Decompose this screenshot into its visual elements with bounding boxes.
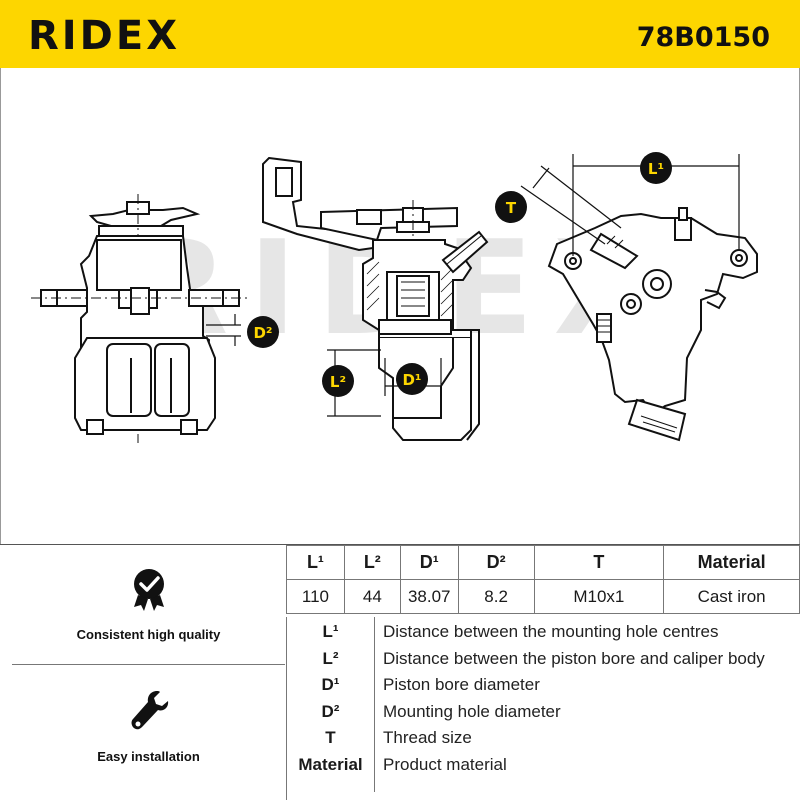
- legend-row-d2: D² Mounting hole diameter: [287, 699, 800, 725]
- quality-badge-icon: [133, 569, 164, 611]
- spec-value-d1: 38.07: [399, 579, 459, 614]
- legend-description: Piston bore diameter: [383, 675, 540, 694]
- technical-drawing: RIDEX: [0, 68, 800, 544]
- wrench-icon: [131, 691, 168, 730]
- feature-quality-label: Consistent high quality: [76, 627, 221, 642]
- spec-value-l2: 44: [343, 579, 401, 614]
- legend-key: L¹: [322, 622, 339, 641]
- legend-key: D²: [321, 702, 340, 721]
- badge-l1: L¹: [640, 152, 672, 184]
- header-bar: RIDEX 78B0150: [0, 0, 800, 68]
- legend-description: Distance between the mounting hole centr…: [383, 622, 719, 641]
- article-number: 78B0150: [636, 22, 770, 53]
- specs-value-row: 110 44 38.07 8.2 M10x1 Cast iron: [286, 579, 800, 614]
- specs-table: L¹ L² D¹ D² T Material 110 44 38.07 8.2 …: [286, 545, 800, 614]
- badge-d2: D²: [247, 316, 279, 348]
- legend-key: L²: [322, 649, 339, 668]
- svg-text:L¹: L¹: [648, 160, 664, 178]
- legend-row-l1: L¹ Distance between the mounting hole ce…: [287, 619, 800, 645]
- spec-value-t: M10x1: [533, 579, 665, 614]
- spec-value-l1: 110: [286, 579, 345, 614]
- product-info-section: Consistent high quality Easy installatio…: [0, 544, 800, 800]
- legend-key: D¹: [321, 675, 340, 694]
- spec-header-t: T: [533, 545, 665, 580]
- legend-row-l2: L² Distance between the piston bore and …: [287, 646, 800, 672]
- caliper-drawing: RIDEX: [31, 152, 758, 443]
- spec-header-d1: D¹: [399, 545, 459, 580]
- badge-d1: D¹: [396, 363, 428, 395]
- svg-text:D¹: D¹: [402, 371, 421, 389]
- svg-text:D²: D²: [253, 324, 272, 342]
- feature-installation-label: Easy installation: [97, 749, 200, 764]
- legend-row-d1: D¹ Piston bore diameter: [287, 672, 800, 698]
- brand-logo: RIDEX: [28, 13, 181, 59]
- feature-installation: Easy installation: [12, 665, 285, 800]
- spec-value-d2: 8.2: [457, 579, 535, 614]
- svg-text:L²: L²: [330, 373, 346, 391]
- badge-l2: L²: [322, 365, 354, 397]
- legend-row-material: Material Product material: [287, 752, 800, 778]
- legend-key: Material: [298, 755, 363, 774]
- legend-row-t: T Thread size: [287, 725, 800, 751]
- specs-header-row: L¹ L² D¹ D² T Material: [286, 545, 800, 580]
- caliper-section-view: [262, 156, 489, 441]
- badge-t: T: [495, 191, 527, 223]
- spec-header-l2: L²: [343, 545, 401, 580]
- caliper-front-view: [31, 194, 251, 443]
- t-dimension: [520, 165, 622, 245]
- spec-header-material: Material: [663, 545, 800, 580]
- spec-value-material: Cast iron: [663, 579, 800, 614]
- spec-header-d2: D²: [457, 545, 535, 580]
- legend-description: Mounting hole diameter: [383, 702, 561, 721]
- legend-key: T: [325, 728, 336, 747]
- svg-text:T: T: [506, 199, 517, 217]
- legend-description: Distance between the piston bore and cal…: [383, 649, 765, 668]
- feature-quality: Consistent high quality: [12, 545, 285, 665]
- legend-description: Product material: [383, 755, 507, 774]
- d2-dimension: [206, 314, 241, 346]
- spec-header-l1: L¹: [286, 545, 345, 580]
- legend-description: Thread size: [383, 728, 472, 747]
- dimension-legend: L¹ Distance between the mounting hole ce…: [286, 617, 800, 800]
